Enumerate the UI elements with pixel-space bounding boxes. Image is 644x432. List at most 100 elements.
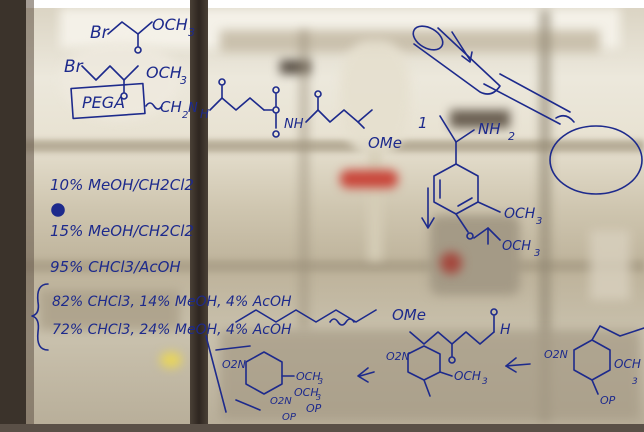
window-frame-left: [0, 0, 26, 432]
amine-oxygen: [466, 232, 474, 240]
nitro1-och-sub: 3: [318, 377, 323, 386]
sulfonyl-o-down: [272, 130, 280, 138]
eluent-scribble: [51, 203, 65, 217]
left-arrow-3-shaft: [505, 363, 531, 367]
nitro2-och: OCH: [454, 369, 481, 383]
aldehyde-h: H: [500, 322, 511, 338]
eluent-2: 15% MeOH/CH2Cl2: [50, 222, 194, 240]
resin-h: H: [200, 107, 209, 121]
reagent2-oxygen: [120, 92, 128, 100]
nitro3-chain: [591, 325, 644, 341]
bg-flask-left: [60, 40, 180, 120]
eluent-brace: [31, 283, 49, 351]
linker-ester: [357, 121, 365, 129]
nitro1-op: OP: [306, 402, 322, 415]
nitro4-och: OCH: [294, 386, 319, 399]
linker-chain-1: [209, 97, 265, 111]
flask-sketch: [412, 25, 643, 195]
reagent1-oxygen: [134, 46, 142, 54]
left-arrow-2-shaft: [359, 371, 375, 377]
bg-stand-rod-2: [300, 30, 308, 330]
nitro3-tail: [591, 379, 599, 395]
resin-box: [70, 82, 146, 120]
amine-och-sub: 3: [536, 216, 542, 227]
amine-methyl: [439, 115, 457, 143]
reagent2-chain: [81, 65, 139, 81]
bg-red-stopcock: [340, 170, 398, 188]
nitro1-ring: [245, 351, 283, 395]
nitro1-label: O2N: [222, 358, 246, 371]
eluent-3: 95% CHCl3/AcOH: [50, 258, 181, 276]
sulfur: [272, 106, 280, 114]
amine-side-sub: 3: [534, 248, 540, 259]
nitro-structure-2: O2N OCH 3: [357, 345, 488, 397]
resin-linker: PEGA CH 2 N H NH OMe: [70, 78, 402, 152]
reagent2-och: OCH: [146, 63, 182, 82]
eluent-1: 10% MeOH/CH2Cl2: [50, 176, 194, 194]
amine-ring-double-2: [457, 197, 473, 207]
nitro4-och-sub: 3: [316, 393, 321, 402]
left-arrow-2-head: [357, 367, 369, 383]
resin-n: N: [188, 101, 198, 116]
nitro2-tail: [423, 379, 431, 397]
nitro3-label: O2N: [544, 348, 568, 361]
window-frame-bottom: [0, 424, 644, 432]
test-tube-arrow: [451, 31, 471, 61]
product-end: OMe: [392, 306, 426, 324]
bg-shelf-bottles: [220, 30, 600, 52]
nitro4-label: O2N: [270, 396, 292, 407]
down-arrow-head: [421, 217, 435, 229]
flask-neck-upper: [483, 83, 561, 125]
bg-bottle-right: [590, 230, 630, 300]
reagent1-br: Br: [90, 23, 110, 43]
sulfonyl-nh: NH: [284, 117, 304, 132]
resin-label: PEGA: [82, 93, 125, 112]
aldehyde-oxygen-2: [490, 308, 498, 316]
nitro3-och: OCH: [614, 357, 641, 371]
window-frame-mullion: [190, 0, 208, 432]
bg-clamp-dark-2: [450, 110, 510, 128]
flask-joint: [555, 114, 575, 123]
reagent2-br: Br: [64, 57, 84, 77]
test-tube-arrow-head: [461, 51, 473, 63]
linker-chain-2: [305, 109, 373, 123]
aldehyde-oxygen-1: [448, 356, 456, 364]
nitro2-label: O2N: [386, 350, 410, 363]
bg-shelf-upper: [0, 140, 644, 152]
resin-ch-sub: 2: [182, 110, 188, 121]
nitro3-op: OP: [600, 394, 616, 407]
nitro-structure-1: O2N OCH 3 O2N OCH 3 OP OP: [205, 335, 323, 423]
amine-structure: 1 NH 2 OCH 3 OCH 3: [418, 114, 542, 259]
eluent-list: 10% MeOH/CH2Cl2 15% MeOH/CH2Cl2 95% CHCl…: [31, 176, 292, 351]
bg-stand-rod: [540, 10, 550, 420]
test-tube-body: [413, 27, 501, 95]
product-wave: [329, 318, 355, 326]
nitro1-scribble: [205, 335, 261, 413]
nitro3-och-sub: 3: [632, 377, 638, 387]
product-backbone: [235, 309, 377, 323]
amine-och: OCH: [504, 206, 536, 222]
nitro2-och-sub: 3: [482, 377, 488, 387]
sulfonyl-o-up: [272, 86, 280, 94]
bg-bench-items: [40, 290, 180, 330]
reagent1-chain: [107, 21, 153, 35]
bg-red-knob: [440, 252, 462, 274]
resin-wave: [145, 102, 163, 110]
reagent-1: Br OCH 3: [90, 15, 195, 54]
bg-yellow-spot: [160, 352, 182, 368]
left-arrow-3-head: [505, 357, 517, 373]
aldehyde-chain: [409, 331, 495, 345]
top-edge: [0, 0, 644, 8]
amine-side-chain: [473, 227, 501, 241]
nitro3-ring: [573, 339, 611, 381]
resin-ch: CH: [160, 98, 182, 116]
nitro2-och-bond: [439, 371, 453, 377]
amine-side-och: OCH: [502, 239, 531, 254]
linker-end-group: OMe: [368, 134, 402, 152]
amine-bond-n: [455, 129, 475, 143]
linker-oxygen-2: [314, 90, 322, 98]
nitro4-op: OP: [282, 412, 297, 423]
reagent1-och: OCH: [152, 15, 188, 34]
